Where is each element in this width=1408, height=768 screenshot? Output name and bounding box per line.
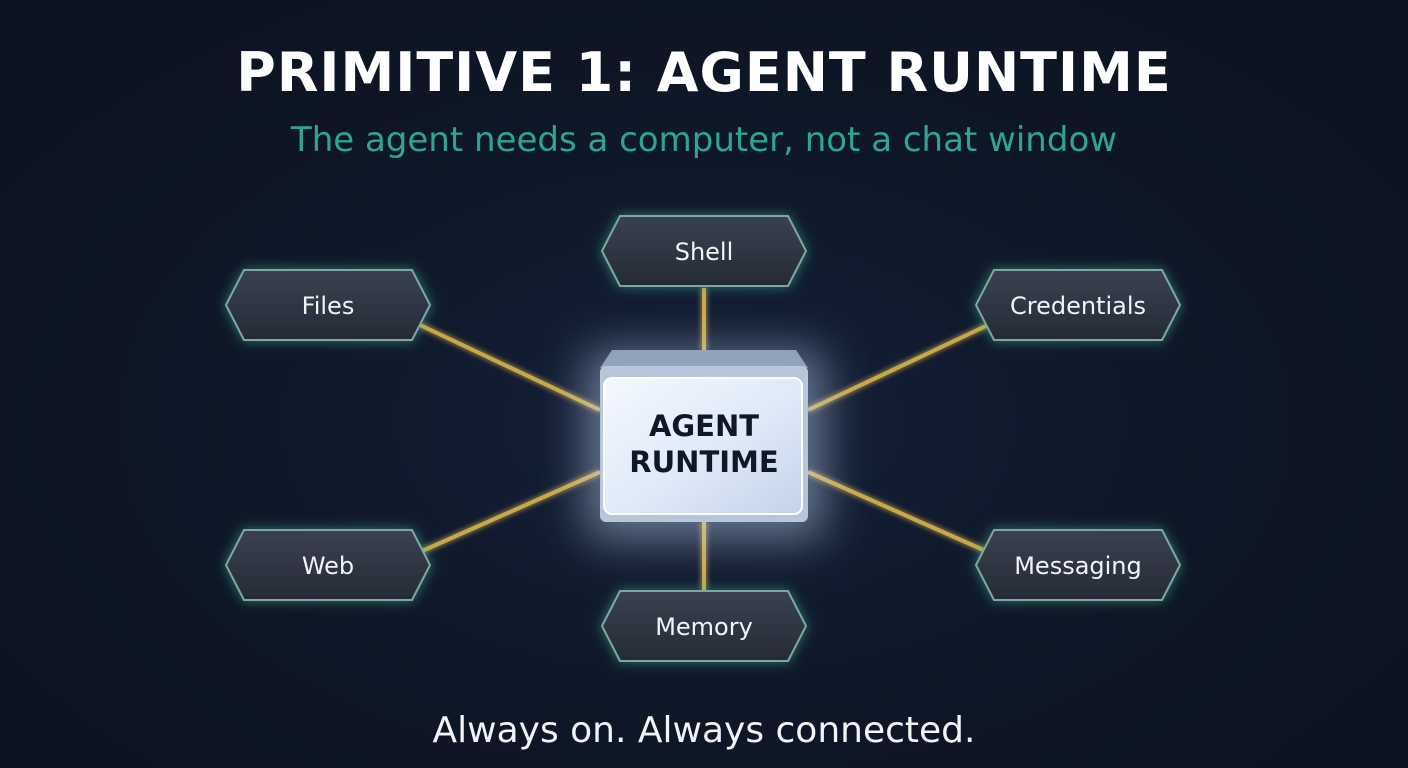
footer-tagline: Always on. Always connected.: [432, 710, 976, 751]
connector-messaging: [807, 470, 989, 554]
node-label-shell: Shell: [675, 238, 734, 266]
node-memory: Memory: [600, 590, 808, 662]
node-credentials: Credentials: [974, 269, 1182, 341]
node-label-files: Files: [302, 292, 355, 320]
connector-credentials: [807, 323, 989, 412]
node-label-web: Web: [302, 552, 354, 580]
node-label-credentials: Credentials: [1010, 292, 1146, 320]
node-files: Files: [224, 269, 432, 341]
node-web: Web: [224, 529, 432, 601]
node-label-memory: Memory: [655, 613, 753, 641]
node-label-messaging: Messaging: [1014, 552, 1142, 580]
connector-web: [419, 470, 601, 554]
connector-files: [419, 323, 601, 412]
node-shell: Shell: [600, 215, 808, 287]
center-label-line1: AGENT: [649, 409, 759, 443]
node-messaging: Messaging: [974, 529, 1182, 601]
center-label-line2: RUNTIME: [629, 445, 778, 479]
page-title: PRIMITIVE 1: AGENT RUNTIME: [236, 41, 1172, 104]
agent-runtime-box: AGENT RUNTIME: [600, 350, 808, 522]
page-subtitle: The agent needs a computer, not a chat w…: [290, 120, 1118, 160]
